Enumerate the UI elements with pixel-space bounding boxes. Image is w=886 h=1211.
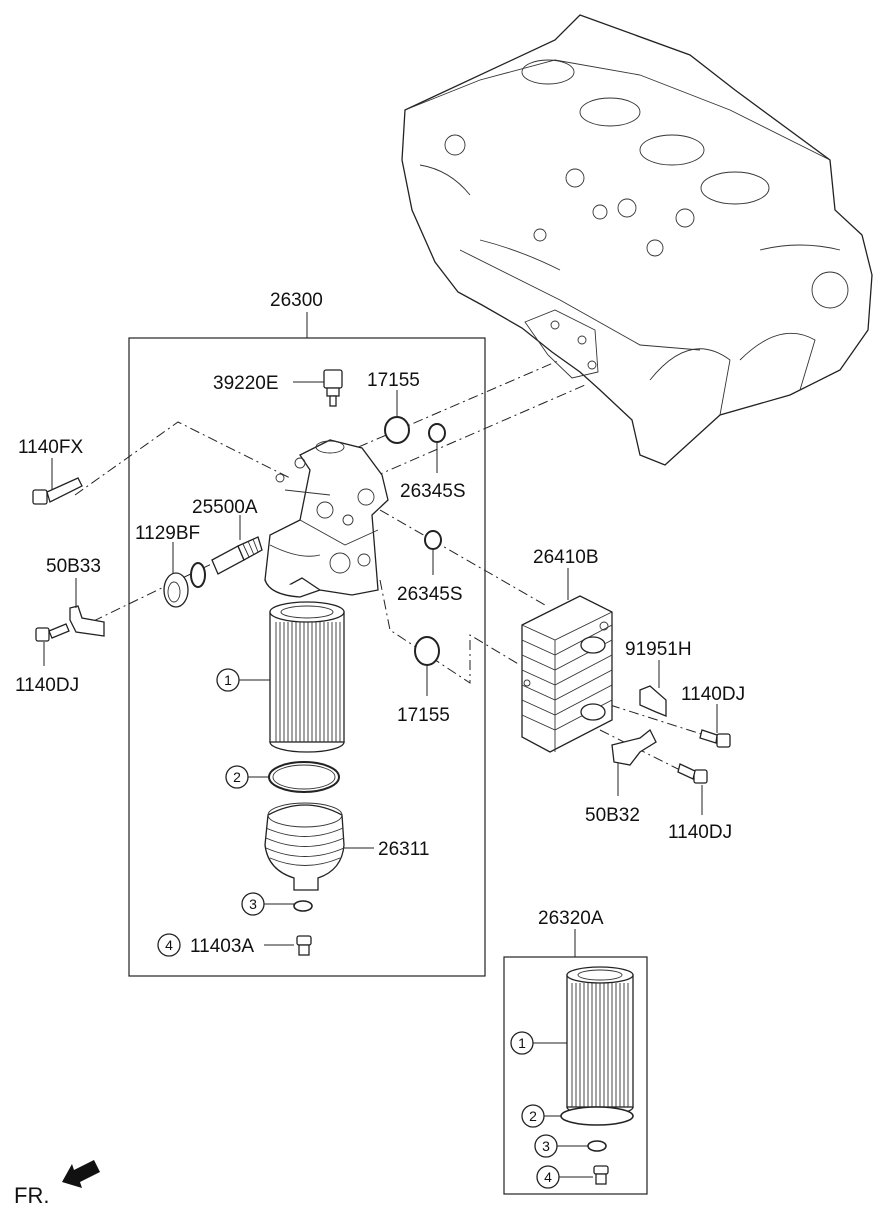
bolt-right-bottom bbox=[677, 763, 708, 784]
valve-o-ring bbox=[190, 562, 206, 588]
callout-2: 2 bbox=[233, 769, 241, 785]
label-17155-top: 17155 bbox=[367, 370, 420, 391]
kit-filter-pleats bbox=[571, 983, 629, 1107]
label-50B32: 50B32 bbox=[585, 805, 640, 826]
label-26345S-mid: 26345S bbox=[397, 584, 463, 605]
callout-3: 3 bbox=[249, 896, 257, 912]
bolt-left bbox=[35, 623, 70, 642]
label-26311: 26311 bbox=[378, 839, 429, 860]
label-17155-bottom: 17155 bbox=[397, 705, 450, 726]
label-26345S-top: 26345S bbox=[400, 481, 466, 502]
kit-drain-plug bbox=[593, 1165, 609, 1185]
front-arrow-icon bbox=[62, 1160, 100, 1188]
long-bolt bbox=[32, 477, 83, 505]
label-1140DJ-left: 1140DJ bbox=[15, 675, 79, 696]
filter-cap bbox=[264, 802, 345, 891]
label-11403A: 11403A bbox=[190, 936, 254, 957]
seal-ring-middle bbox=[424, 530, 442, 550]
filter-element-pleats bbox=[275, 622, 341, 742]
label-50B33: 50B33 bbox=[46, 556, 101, 577]
label-1140FX: 1140FX bbox=[18, 437, 83, 458]
kit-callout-4: 4 bbox=[544, 1169, 552, 1185]
kit-callout-2: 2 bbox=[529, 1108, 537, 1124]
filter-element bbox=[269, 601, 345, 753]
kit-callout-1: 1 bbox=[518, 1035, 526, 1051]
label-1129BF: 1129BF bbox=[135, 523, 200, 544]
drain-plug bbox=[296, 935, 312, 956]
kit-callout-3: 3 bbox=[542, 1138, 550, 1154]
valve-plug bbox=[163, 572, 189, 608]
oil-cooler bbox=[521, 595, 613, 753]
bracket-cooler-bottom bbox=[611, 728, 657, 766]
filter-cap-o-ring bbox=[268, 761, 340, 793]
label-1140DJ-right-top: 1140DJ bbox=[681, 684, 745, 705]
label-26410B: 26410B bbox=[533, 547, 599, 568]
engine-block bbox=[401, 14, 873, 466]
bolt-right-top bbox=[699, 729, 731, 748]
relief-valve bbox=[211, 536, 263, 575]
drain-o-ring bbox=[293, 900, 313, 912]
kit-o-ring-large bbox=[560, 1106, 634, 1126]
bracket-cooler-top bbox=[639, 685, 667, 717]
callout-4-circle bbox=[157, 933, 181, 957]
kit-o-ring-small bbox=[587, 1140, 607, 1152]
label-39220E: 39220E bbox=[213, 373, 279, 394]
label-26320A: 26320A bbox=[538, 908, 604, 929]
label-25500A: 25500A bbox=[192, 497, 258, 518]
seal-ring-top bbox=[428, 423, 446, 443]
o-ring-bottom bbox=[414, 636, 440, 666]
o-ring-top bbox=[384, 416, 410, 444]
callout-4: 4 bbox=[165, 937, 173, 953]
label-1140DJ-right-bottom: 1140DJ bbox=[668, 822, 732, 843]
label-26300: 26300 bbox=[270, 290, 323, 311]
oil-filter-housing bbox=[264, 439, 389, 598]
label-91951H: 91951H bbox=[625, 639, 692, 660]
oil-pressure-sensor bbox=[323, 369, 343, 407]
bracket-left bbox=[69, 605, 105, 637]
callout-1: 1 bbox=[224, 672, 232, 688]
label-front: FR. bbox=[14, 1183, 49, 1208]
